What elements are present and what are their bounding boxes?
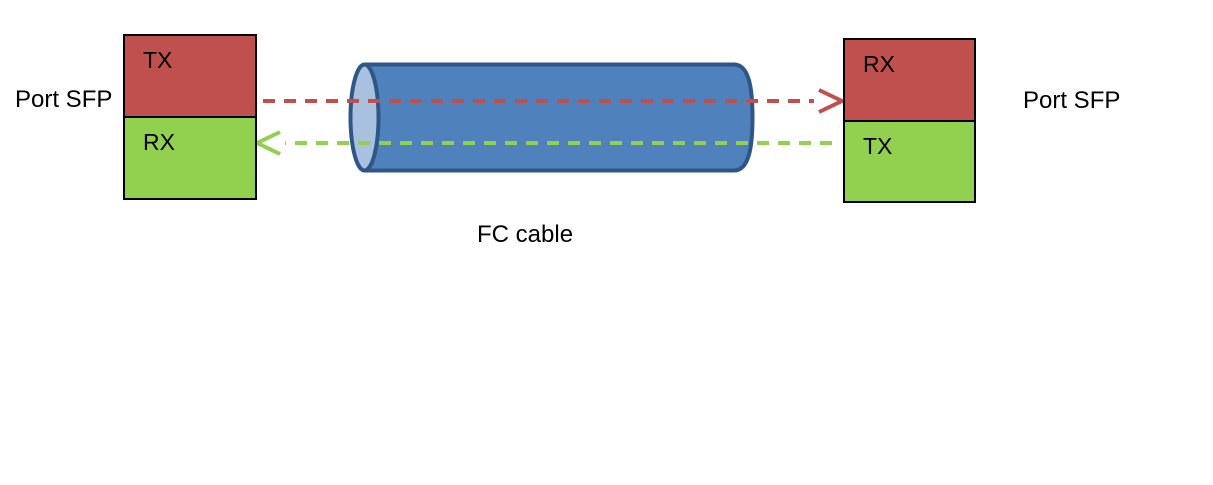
right-tx-cell: TX (845, 122, 974, 201)
fc-cable-label: FC cable (477, 221, 574, 248)
rx-return-arrowhead (252, 130, 281, 156)
left-rx-cell: RX (125, 118, 255, 198)
fc-cable-cylinder-face (348, 62, 381, 173)
right-rx-cell: RX (845, 40, 974, 122)
right-port-sfp-label: Port SFP (1023, 87, 1121, 114)
left-sfp-box: TX RX (123, 34, 257, 200)
fc-cable-cylinder-body (362, 62, 755, 173)
left-tx-cell: TX (125, 36, 255, 118)
right-sfp-box: RX TX (843, 38, 976, 203)
tx-signal-arrowhead (818, 88, 847, 114)
left-port-sfp-label: Port SFP (15, 86, 113, 113)
